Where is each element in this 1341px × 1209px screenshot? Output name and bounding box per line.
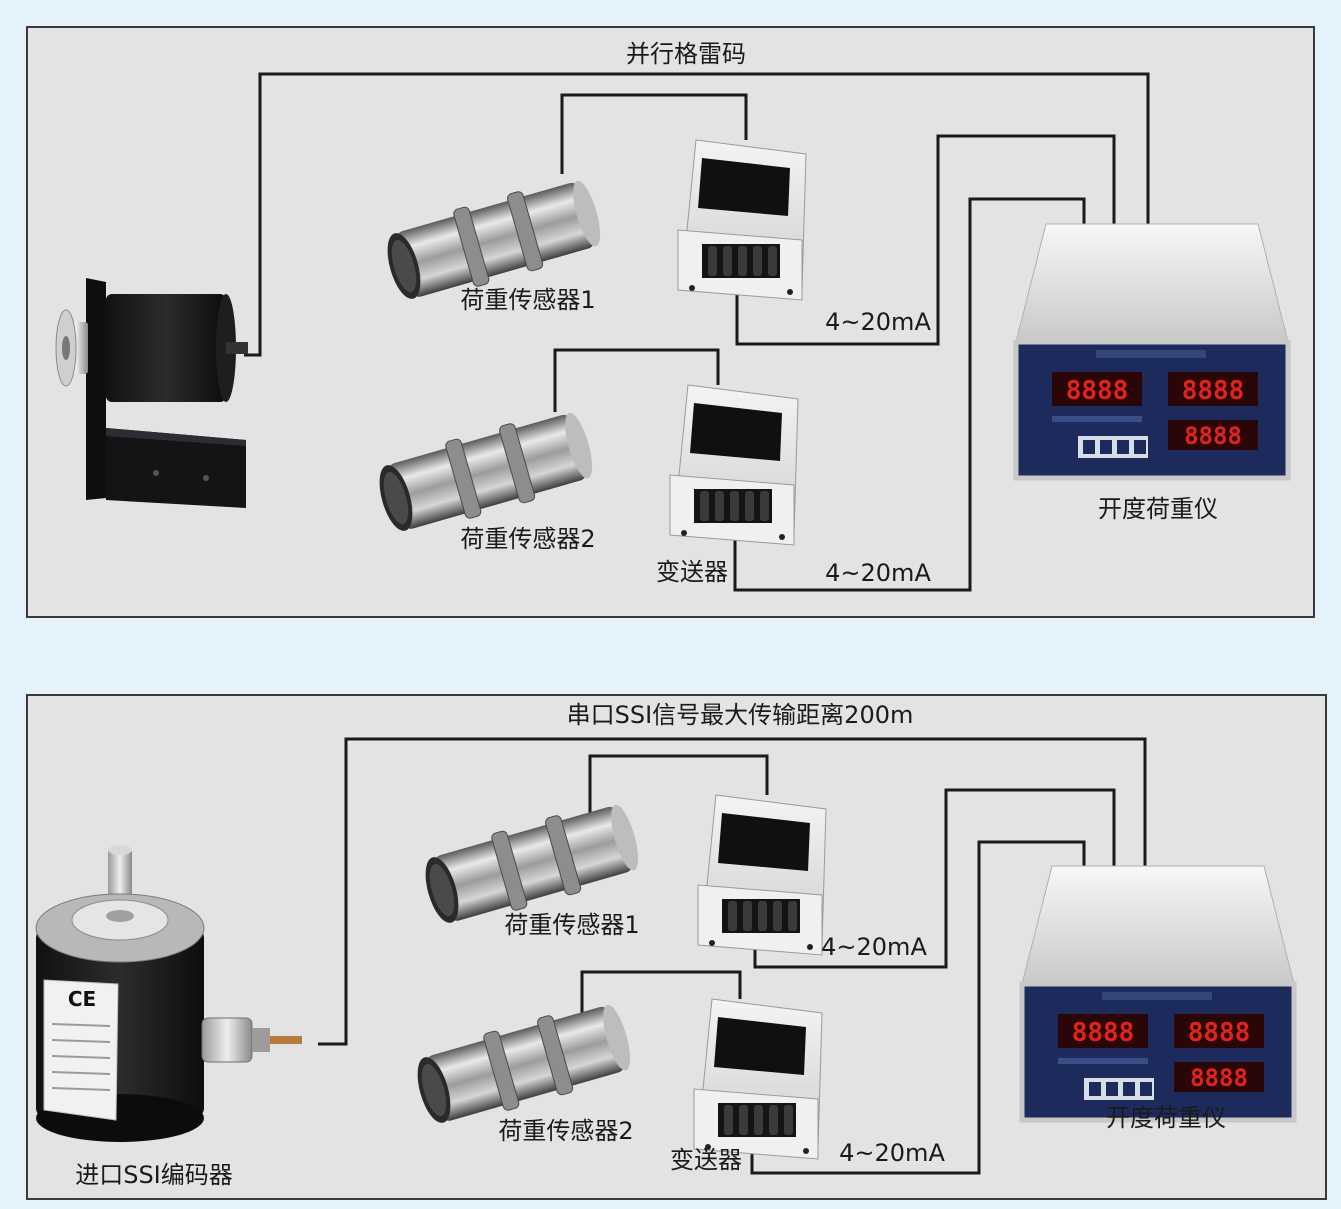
weighing-indicator-icon <box>1016 224 1288 478</box>
wire-encoder-to-indicator <box>244 72 1150 357</box>
signal2-label: 4~20mA <box>839 1139 945 1167</box>
diagram-panel-2: 串口SSI信号最大传输距离200m 荷重传感器1 荷重传感器2 变送器 4~20… <box>26 694 1327 1200</box>
transmitter-2-icon <box>693 998 823 1160</box>
sensor2-label: 荷重传感器2 <box>498 1117 633 1145</box>
diagram-panel-1: 并行格雷码 荷重传感器1 荷重传感器2 变送器 4~20mA 4~20mA 开度… <box>26 26 1315 618</box>
transmitter-1-icon <box>697 794 827 956</box>
wire-sensor1-to-transmitter1 <box>588 754 769 826</box>
bus-label: 串口SSI信号最大传输距离200m <box>567 701 914 729</box>
sensor1-label: 荷重传感器1 <box>504 911 639 939</box>
transmitter-2-icon <box>669 384 799 546</box>
wire-transmitter1-to-indicator <box>735 134 1116 346</box>
wire-transmitter2-to-indicator <box>750 840 1086 1175</box>
wire-sensor2-to-transmitter2 <box>553 348 720 412</box>
wire-sensor2-to-transmitter2 <box>580 970 742 1017</box>
wire-sensor1-to-transmitter1 <box>560 93 748 174</box>
wire-transmitter2-to-indicator <box>733 197 1086 592</box>
signal1-label: 4~20mA <box>825 308 931 336</box>
wiring <box>244 72 1150 592</box>
sensor2-label: 荷重传感器2 <box>460 525 595 553</box>
weighing-indicator-icon <box>1022 866 1294 1120</box>
bus-label: 并行格雷码 <box>626 40 746 68</box>
indicator-label: 开度荷重仪 <box>1098 495 1218 523</box>
indicator-label: 开度荷重仪 <box>1106 1104 1226 1132</box>
transmitter-label: 变送器 <box>670 1146 742 1174</box>
sensor1-label: 荷重传感器1 <box>460 286 595 314</box>
transmitter-1-icon <box>677 139 807 301</box>
wiring <box>318 737 1147 1175</box>
signal2-label: 4~20mA <box>825 559 931 587</box>
wire-transmitter1-to-indicator <box>753 788 1116 969</box>
wire-encoder-to-indicator <box>318 737 1147 1046</box>
transmitter-label: 变送器 <box>656 558 728 586</box>
encoder-label: 进口SSI编码器 <box>75 1161 233 1189</box>
signal1-label: 4~20mA <box>821 933 927 961</box>
